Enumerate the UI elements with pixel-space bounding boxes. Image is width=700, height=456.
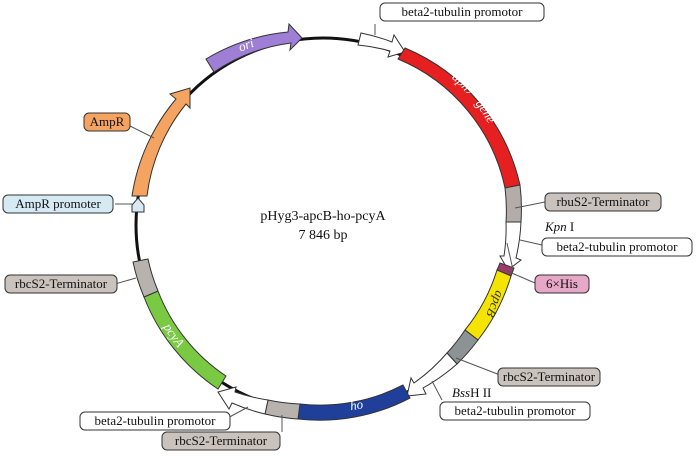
svg-text:rbuS2-Terminator: rbuS2-Terminator xyxy=(557,194,651,209)
aph7-gene-segment xyxy=(397,47,521,189)
rbcs2-terminator-left-segment xyxy=(132,258,159,298)
label-rbcs2-terminator-left: rbcS2-Terminator xyxy=(4,274,118,294)
ampr-segment xyxy=(131,87,191,197)
ori-label: ori xyxy=(236,35,256,55)
svg-text:BssH II: BssH II xyxy=(452,385,491,400)
kpn-i-site: Kpn I xyxy=(544,219,574,234)
label-beta2-tubulin-promotor-lower: beta2-tubulin promotor xyxy=(439,401,591,421)
beta2-tubulin-promoter-lower-arrow xyxy=(406,352,458,397)
label-beta2-tubulin-promotor-top: beta2-tubulin promotor xyxy=(379,2,545,22)
beta2-tubulin-promoter-right-arrow xyxy=(499,221,523,271)
label-6xhis: 6×His xyxy=(534,274,590,294)
label-ampr: AmpR xyxy=(83,112,131,132)
svg-text:beta2-tubulin promotor: beta2-tubulin promotor xyxy=(95,413,217,428)
svg-text:beta2-tubulin promotor: beta2-tubulin promotor xyxy=(402,4,524,19)
label-rbcs2-terminator-bottom: rbcS2-Terminator xyxy=(161,431,281,451)
ho-label: ho xyxy=(349,396,365,413)
svg-text:rbcS2-Terminator: rbcS2-Terminator xyxy=(503,369,596,384)
svg-text:rbcS2-Terminator: rbcS2-Terminator xyxy=(175,433,268,448)
label-beta2-tubulin-promotor-right: beta2-tubulin promotor xyxy=(541,237,693,257)
label-rbus2-terminator: rbuS2-Terminator xyxy=(544,192,662,212)
svg-text:6×His: 6×His xyxy=(546,276,578,291)
svg-text:AmpR: AmpR xyxy=(90,114,125,129)
ori-segment xyxy=(205,22,303,73)
svg-text:rbcS2-Terminator: rbcS2-Terminator xyxy=(15,276,108,291)
rbus2-terminator-segment xyxy=(504,184,522,223)
bss-h-ii-site: BssH II xyxy=(452,385,491,400)
label-ampr-promoter: AmpR promoter xyxy=(2,194,114,214)
plasmid-name: pHyg3-apcB-ho-pcyA xyxy=(260,209,386,224)
plasmid-size: 7 846 bp xyxy=(299,228,348,243)
ampr-promoter-arrow xyxy=(131,197,145,213)
beta2-tubulin-promoter-top-arrow xyxy=(357,32,406,58)
beta2-tubulin-promoter-bottom-arrow xyxy=(217,386,269,415)
label-beta2-tubulin-promotor-bottom: beta2-tubulin promotor xyxy=(79,411,231,431)
svg-text:Kpn I: Kpn I xyxy=(544,219,574,234)
leader-lines xyxy=(114,24,546,432)
svg-text:beta2-tubulin promotor: beta2-tubulin promotor xyxy=(455,403,577,418)
svg-text:AmpR promoter: AmpR promoter xyxy=(15,196,101,211)
svg-text:beta2-tubulin promotor: beta2-tubulin promotor xyxy=(557,239,679,254)
label-rbcs2-terminator-right: rbcS2-Terminator xyxy=(497,367,601,387)
